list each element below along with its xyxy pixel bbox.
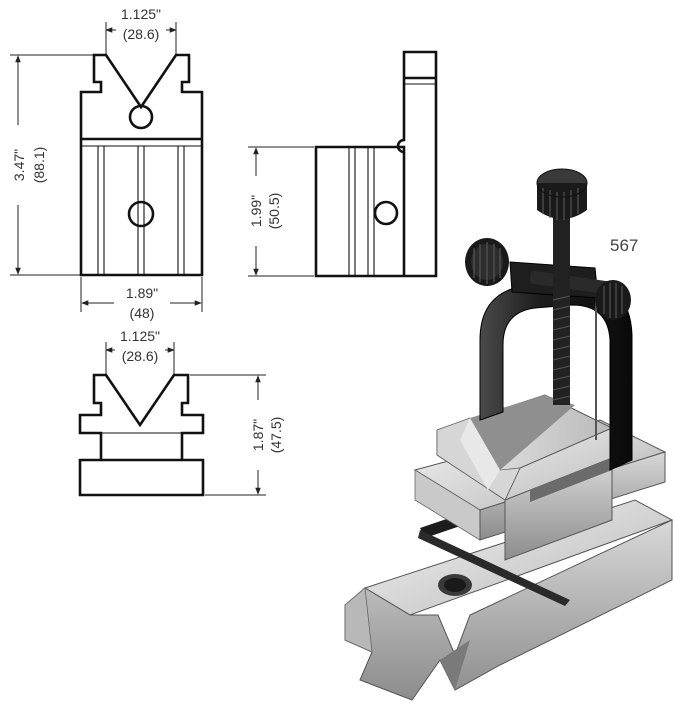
- end-view: 1.125" (28.6) 1.87" (47.5): [78, 328, 286, 497]
- end-height-inch: 1.87": [250, 419, 266, 451]
- front-base-width-mm: (48): [130, 305, 155, 321]
- front-height-inch: 3.47": [11, 149, 27, 181]
- side-height-mm: (50.5): [266, 193, 282, 230]
- v-block-clamp-illustration: [344, 168, 674, 701]
- end-top-width-inch: 1.125": [120, 328, 160, 344]
- front-top-width-mm: (28.6): [123, 26, 160, 42]
- end-height-mm: (47.5): [268, 417, 284, 454]
- front-top-width-inch: 1.125": [121, 6, 161, 22]
- model-number: 567: [610, 236, 638, 255]
- end-top-width-mm: (28.6): [122, 348, 159, 364]
- side-height-inch: 1.99": [248, 195, 264, 227]
- front-base-width-inch: 1.89": [126, 285, 158, 301]
- front-height-mm: (88.1): [31, 147, 47, 184]
- side-view: 1.99" (50.5): [238, 50, 438, 278]
- front-view: 1.125" (28.6) 3.47" (88.1) 1.89" (48): [2, 6, 204, 322]
